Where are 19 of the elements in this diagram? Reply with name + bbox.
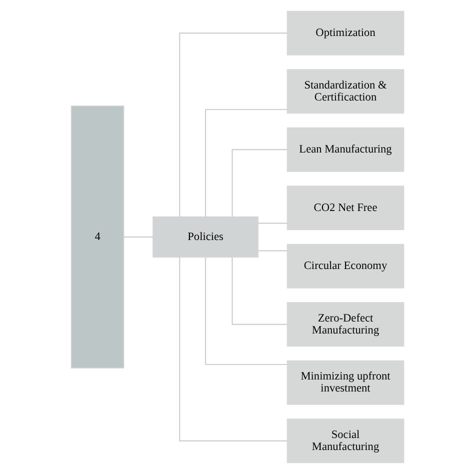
connector <box>178 32 288 218</box>
node-box: 4 <box>70 106 124 368</box>
node-box: Social Manufacturing <box>286 418 404 464</box>
node-box: Policies <box>152 216 258 258</box>
node-box: Zero-Defect Manufacturing <box>286 302 404 347</box>
node-box: Circular Economy <box>286 244 404 288</box>
connector <box>204 109 288 217</box>
node-box: Minimizing upfront investment <box>286 360 404 405</box>
node-box: CO2 Net Free <box>286 186 404 230</box>
node-box: Standardization & Certificaction <box>286 69 404 114</box>
connector <box>204 257 288 365</box>
connector <box>178 256 288 442</box>
connector <box>231 256 288 325</box>
node-box: Optimization <box>286 10 404 56</box>
node-box: Lean Manufacturing <box>286 127 404 172</box>
connector <box>257 222 288 224</box>
connector <box>231 149 288 218</box>
connector <box>122 236 153 238</box>
connector <box>257 250 288 252</box>
